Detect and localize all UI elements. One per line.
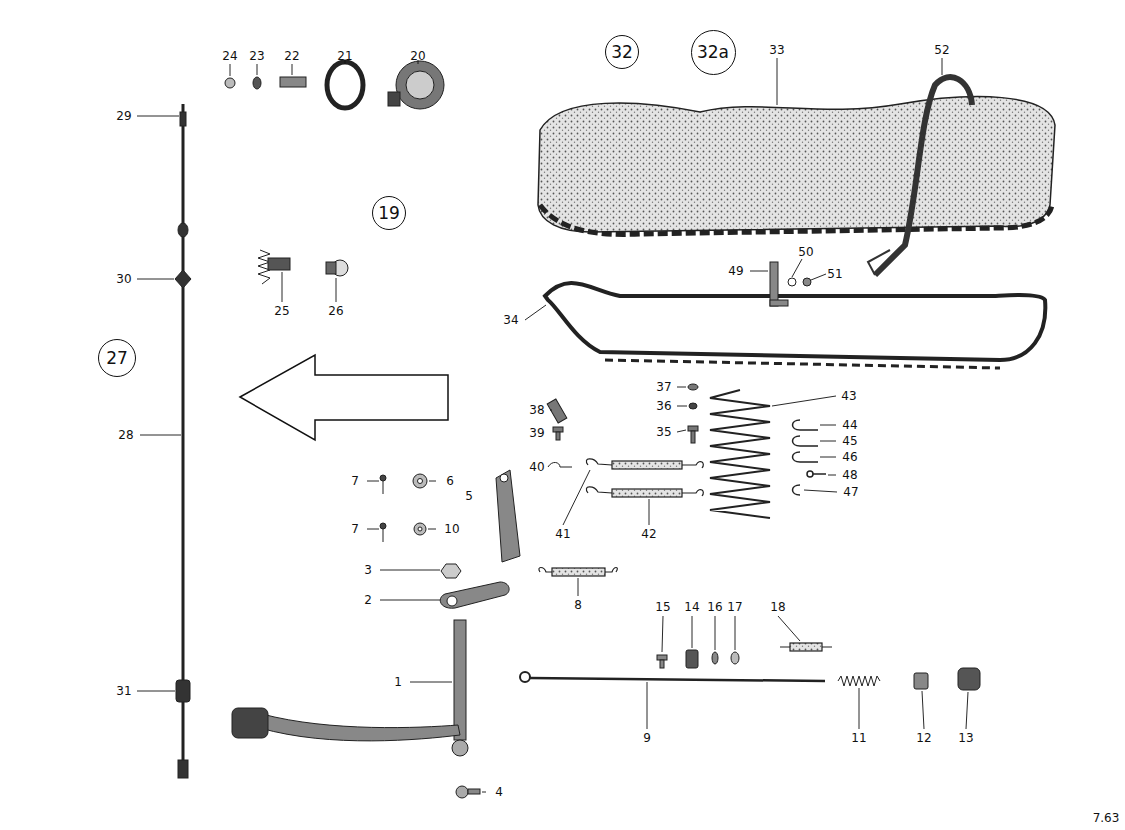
rod-parts [520, 650, 980, 690]
callout-number: 26 [328, 304, 343, 318]
direction-arrow [240, 355, 448, 440]
seat [538, 97, 1055, 232]
callout-number: 30 [116, 272, 131, 286]
seat-strap [875, 77, 972, 275]
leader-lines [137, 58, 968, 792]
fasteners [547, 384, 698, 467]
group-number: 27 [106, 349, 128, 367]
kickstart-parts [380, 470, 520, 608]
callout-number: 15 [655, 600, 670, 614]
callout-number: 4 [495, 785, 503, 799]
callout-number: 34 [503, 313, 518, 327]
circled-group-number: 32 [605, 35, 639, 69]
callout-number: 33 [769, 43, 784, 57]
callout-number: 40 [529, 460, 544, 474]
callout-number: 6 [446, 474, 454, 488]
callout-number: 43 [841, 389, 856, 403]
callout-number: 12 [916, 731, 931, 745]
callout-number: 11 [851, 731, 866, 745]
callout-number: 42 [641, 527, 656, 541]
callout-number: 49 [728, 264, 743, 278]
seat-frame [545, 283, 1045, 360]
circled-group-number: 19 [372, 196, 406, 230]
springs [539, 390, 832, 651]
callout-number: 29 [116, 109, 131, 123]
callout-number: 7.63 [1093, 811, 1120, 825]
callout-number: 28 [118, 428, 133, 442]
callout-number: 8 [574, 598, 582, 612]
speedo-cable [175, 104, 191, 778]
callout-number: 3 [364, 563, 372, 577]
callout-number: 22 [284, 49, 299, 63]
callout-number: 37 [656, 380, 671, 394]
callout-number: 44 [842, 418, 857, 432]
callout-number: 2 [364, 593, 372, 607]
callout-number: 52 [934, 43, 949, 57]
bulb-parts [258, 250, 348, 284]
callout-number: 24 [222, 49, 237, 63]
callout-number: 1 [394, 675, 402, 689]
circled-group-number: 32a [691, 30, 736, 75]
callout-number: 16 [707, 600, 722, 614]
circled-group-number: 27 [98, 339, 136, 377]
callout-number: 35 [656, 425, 671, 439]
callout-number: 20 [410, 49, 425, 63]
callout-number: 13 [958, 731, 973, 745]
callout-number: 7 [351, 522, 359, 536]
callout-number: 5 [465, 489, 473, 503]
callout-number: 10 [444, 522, 459, 536]
hooks [793, 420, 827, 495]
callout-number: 48 [842, 468, 857, 482]
callout-number: 41 [555, 527, 570, 541]
callout-number: 31 [116, 684, 131, 698]
group-number: 32a [697, 43, 729, 61]
callout-number: 9 [643, 731, 651, 745]
callout-number: 36 [656, 399, 671, 413]
callout-number: 45 [842, 434, 857, 448]
bracket-parts [770, 262, 811, 306]
callout-number: 18 [770, 600, 785, 614]
callout-number: 47 [843, 485, 858, 499]
callout-number: 17 [727, 600, 742, 614]
callout-number: 14 [684, 600, 699, 614]
callout-number: 39 [529, 426, 544, 440]
callout-number: 51 [827, 267, 842, 281]
speedo-parts [225, 61, 444, 109]
callout-number: 23 [249, 49, 264, 63]
callout-number: 50 [798, 245, 813, 259]
kickstart-lever [232, 620, 480, 798]
callout-number: 46 [842, 450, 857, 464]
group-number: 19 [378, 204, 400, 222]
callout-number: 21 [337, 49, 352, 63]
group-number: 32 [611, 43, 633, 61]
callout-number: 38 [529, 403, 544, 417]
callout-number: 7 [351, 474, 359, 488]
callout-number: 25 [274, 304, 289, 318]
